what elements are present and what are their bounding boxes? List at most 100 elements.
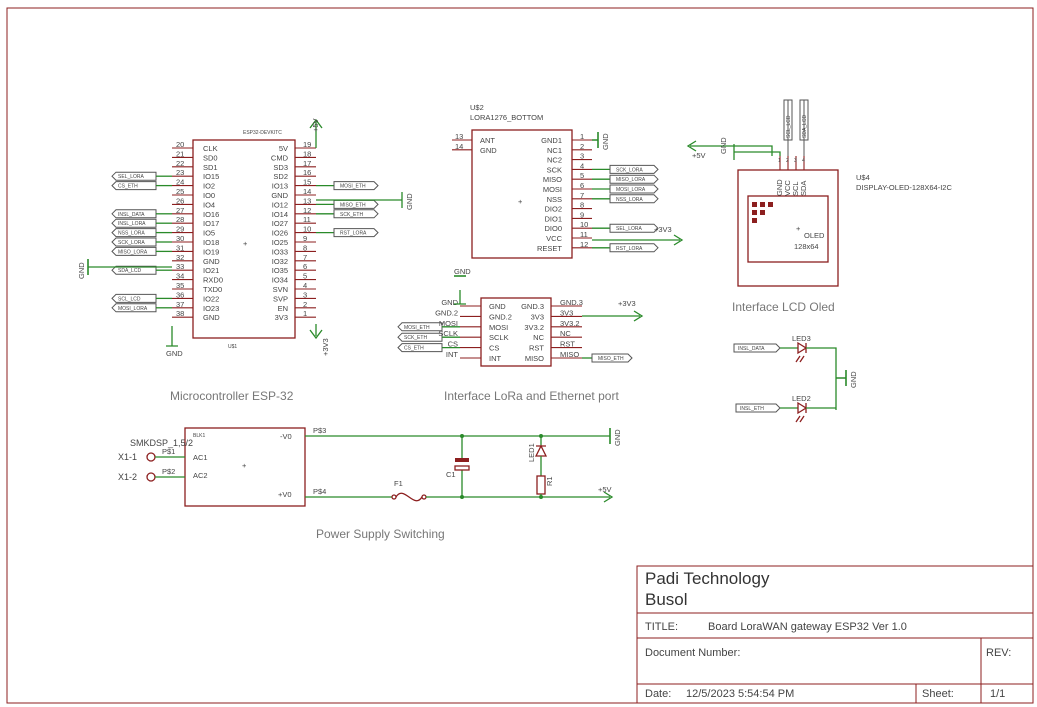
esp32-pin-num: 36 <box>176 290 184 299</box>
esp32-pin-num: 33 <box>176 262 184 271</box>
esp32-pin-name: CLK <box>203 144 218 153</box>
eth-3v3-wire <box>582 310 644 322</box>
lora-net-label: MISO_LORA <box>616 177 646 183</box>
esp32-gnd-label-right: GND <box>405 193 414 210</box>
esp32-pin-name: EN <box>278 304 288 313</box>
esp32-pin-num: 23 <box>176 168 184 177</box>
x1-2-label: X1-2 <box>118 472 137 482</box>
lora-pin-num: 1 <box>580 132 584 141</box>
fuse-icon <box>395 492 423 502</box>
esp32-pin-num: 32 <box>176 253 184 262</box>
led1-label: LED1 <box>527 443 536 462</box>
eth-outer-right-pin: GND.3 <box>560 298 583 307</box>
lora-name: LORA1276_BOTTOM <box>470 113 543 122</box>
lora-net-label-flag <box>609 174 659 184</box>
psu-pos-rail-b <box>426 491 614 503</box>
esp32-net-label: MISO_LORA <box>118 249 148 255</box>
oled-gnd-wire <box>733 144 781 160</box>
lora-net-label: SCK_LORA <box>616 167 643 173</box>
caption-lcd: Interface LCD Oled <box>732 300 835 314</box>
x1-1-label: X1-1 <box>118 452 137 462</box>
esp32-pin-name: IO21 <box>203 266 219 275</box>
esp32-pin-name: IO2 <box>203 182 215 191</box>
esp32-net-label: SCL_LCD <box>118 296 141 302</box>
led3-net: INSL_DATA <box>738 346 765 352</box>
lora-3v3-label: +3V3 <box>654 225 672 234</box>
eth-outer-right-pin: MISO <box>560 350 579 359</box>
esp32-pin-num: 14 <box>303 187 311 196</box>
psu-pin-ac1: AC1 <box>193 453 208 462</box>
lora-3v3-wire <box>592 234 684 246</box>
oled-screen <box>747 195 829 263</box>
esp32-pin-name: IO27 <box>272 219 288 228</box>
lora-net-label: NSS_LORA <box>616 197 643 203</box>
lora-pin-name: GND1 <box>541 136 562 145</box>
lora-pin-num: 4 <box>580 161 584 170</box>
lora-pin-num: 13 <box>455 132 463 141</box>
eth-net-label-flag <box>591 353 633 363</box>
esp32-pin-name: SD0 <box>203 153 218 162</box>
esp32-pin-num: 26 <box>176 196 184 205</box>
eth-outer-right-pin: 3V3 <box>560 308 573 317</box>
eth-outer-left-pin: GND <box>441 298 458 307</box>
esp32-pin-name: GND <box>271 191 288 200</box>
esp32-pin-name: SVN <box>273 285 288 294</box>
sheet-value: 1/1 <box>990 688 1005 700</box>
psu-pin-ac2: AC2 <box>193 471 208 480</box>
sheet-label: Sheet: <box>922 688 954 700</box>
esp32-gnd-label-bottom: GND <box>166 349 183 358</box>
eth-inner-left-pin: GND <box>489 302 506 311</box>
esp32-pin-name: SVP <box>273 294 288 303</box>
esp32-pin-name: IO18 <box>203 238 219 247</box>
esp32-pin-num: 8 <box>303 243 307 252</box>
esp32-pin-name: SD1 <box>203 163 218 172</box>
lora-pin-name: MOSI <box>543 185 562 194</box>
esp32-pin-name: IO25 <box>272 238 288 247</box>
fuse-f1: F1 <box>391 479 427 502</box>
oled-pin-name: VCC <box>783 180 792 196</box>
oled-pin-name: GND <box>775 179 784 196</box>
esp32-net-label: RST_LORA <box>340 231 367 237</box>
esp32-net-label: SDA_LCD <box>118 268 141 274</box>
esp32-pin-name: IO17 <box>203 219 219 228</box>
esp32-pin-name: IO0 <box>203 191 215 200</box>
lora-ref: U$2 <box>470 103 484 112</box>
lora-pin-num: 2 <box>580 142 584 151</box>
lora-pin-name: MISO <box>543 175 562 184</box>
esp32-net-label: SCK_LORA <box>118 240 145 246</box>
esp32-pin-num: 19 <box>303 140 311 149</box>
p3-label: P$3 <box>313 426 326 435</box>
esp32-gnd-wire-bottom <box>166 326 178 347</box>
psu-gnd-label: GND <box>613 429 622 446</box>
esp32-pin-num: 38 <box>176 309 184 318</box>
project-name: Busol <box>645 590 688 609</box>
eth-outer-right-pin: 3V3.2 <box>560 319 580 328</box>
eth-body <box>480 297 552 367</box>
esp32-net-label: CS_ETH <box>118 184 138 190</box>
esp32-pin-num: 15 <box>303 178 311 187</box>
title-block: Padi Technology Busol TITLE: Board LoraW… <box>636 565 1034 704</box>
lora-pin-num: 6 <box>580 181 584 190</box>
oled-net-sda: SDA_LCD <box>802 115 808 138</box>
esp32-body <box>192 139 296 339</box>
esp32-net-label: SCK_ETH <box>340 212 363 218</box>
esp32-pin-num: 31 <box>176 243 184 252</box>
esp32-pin-name: IO33 <box>272 247 288 256</box>
psu-module-name: SMKDSP_1,5/2 <box>130 438 193 448</box>
terminal-x1-2: X1-2 P$2 <box>118 467 185 482</box>
esp32-pin-name: IO23 <box>203 304 219 313</box>
esp32-pin-name: IO26 <box>272 229 288 238</box>
esp32-pin-name: SD3 <box>273 163 288 172</box>
lora-pin-name: NC1 <box>547 146 562 155</box>
esp32-3v3-arrow <box>309 324 323 340</box>
r1-icon <box>536 475 546 495</box>
lora-gnd-symbol <box>592 132 599 148</box>
eth-inner-left-pin: SCLK <box>489 333 509 342</box>
esp32-pin-num: 3 <box>303 290 307 299</box>
lora-net-label-flag <box>609 194 659 204</box>
oled-pin-num: 2 <box>786 158 789 164</box>
date-label: Date: <box>645 688 671 700</box>
led3-icon <box>797 341 808 355</box>
esp32-pin-num: 1 <box>303 309 307 318</box>
